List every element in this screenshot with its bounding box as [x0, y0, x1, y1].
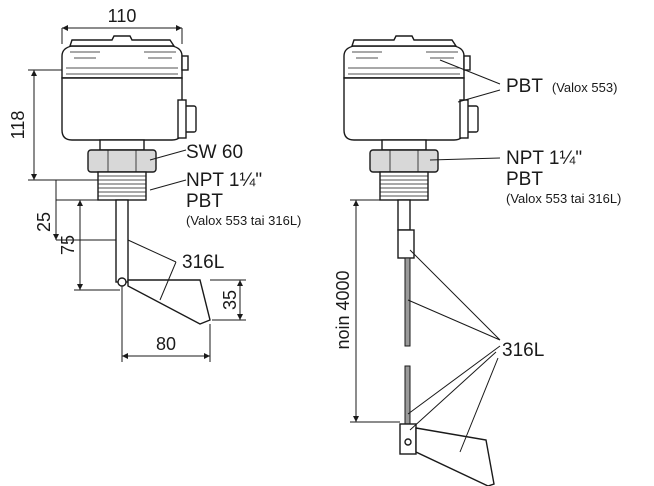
left-paddle	[127, 279, 211, 325]
left-label-thread: NPT 1¼"	[186, 170, 262, 191]
left-dim-width: 110	[108, 6, 137, 26]
left-lid-top	[69, 35, 176, 47]
left-neck	[99, 139, 145, 151]
left-label-wrench: SW 60	[186, 142, 243, 163]
right-housing-screw	[463, 55, 471, 71]
left-sensor: 110 118 25 75 35 80 SW 60 NPT 1¼" PBT (V…	[8, 6, 301, 362]
left-hex-facets	[107, 150, 137, 172]
right-housing-body	[343, 77, 465, 141]
right-rope-lower	[404, 365, 411, 425]
left-dim-width-line	[61, 27, 183, 44]
left-dim-paddle-w: 80	[156, 334, 176, 354]
right-rope-upper	[404, 257, 411, 347]
right-label-steel: 316L	[502, 340, 544, 361]
right-lid-top	[351, 35, 458, 47]
left-label-steel: 316L	[182, 252, 224, 273]
left-leaders	[127, 149, 187, 301]
left-label-material: PBT	[186, 191, 223, 212]
right-bottom-pivot	[404, 438, 412, 446]
left-rod	[115, 199, 129, 283]
right-label-material-note: (Valox 553 tai 316L)	[506, 191, 621, 206]
right-label-material: PBT	[506, 169, 543, 190]
right-paddle	[415, 427, 495, 486]
right-rope-clamp	[397, 229, 415, 259]
right-lid-ribs	[348, 51, 460, 75]
left-dim-height: 118	[8, 111, 28, 140]
right-dim-length: noin 4000	[333, 270, 353, 349]
left-dim-rod-line	[74, 200, 120, 291]
right-leaders-top	[429, 59, 501, 161]
left-dim-paddle-w-line	[121, 286, 211, 362]
right-leaders-steel	[407, 249, 501, 453]
right-label-thread: NPT 1¼"	[506, 148, 582, 169]
left-dim-paddle-h: 35	[220, 290, 240, 310]
left-dim-thread: 25	[34, 212, 54, 232]
left-label-material-note: (Valox 553 tai 316L)	[186, 213, 301, 228]
right-sensor: noin 4000 PBT (Valox 553) NPT 1¼" PBT (V…	[333, 35, 621, 486]
right-thread-lines	[380, 175, 428, 197]
left-cable-gland-nut	[177, 99, 187, 139]
left-dim-rod: 75	[58, 235, 78, 255]
left-dim-thread-line	[55, 180, 116, 241]
left-rod-pivot	[117, 277, 127, 287]
left-housing-lid	[61, 45, 183, 79]
right-dim-length-line	[350, 199, 400, 423]
left-housing-screw	[181, 55, 189, 71]
left-lid-ribs	[66, 51, 178, 75]
left-hex-nut	[87, 149, 157, 173]
left-housing-body	[61, 77, 183, 141]
left-dim-height-line	[28, 69, 98, 181]
right-thread	[379, 171, 429, 201]
right-cable-gland-nut	[459, 99, 469, 139]
right-rod	[397, 199, 411, 231]
left-thread-lines	[98, 175, 146, 197]
right-neck	[381, 139, 427, 151]
right-label-housing-main: PBT	[506, 76, 543, 97]
right-hex-facets	[389, 150, 419, 172]
right-label-housing-note: (Valox 553)	[552, 80, 618, 95]
right-hex-nut	[369, 149, 439, 173]
right-label-housing: PBT (Valox 553)	[506, 76, 617, 97]
